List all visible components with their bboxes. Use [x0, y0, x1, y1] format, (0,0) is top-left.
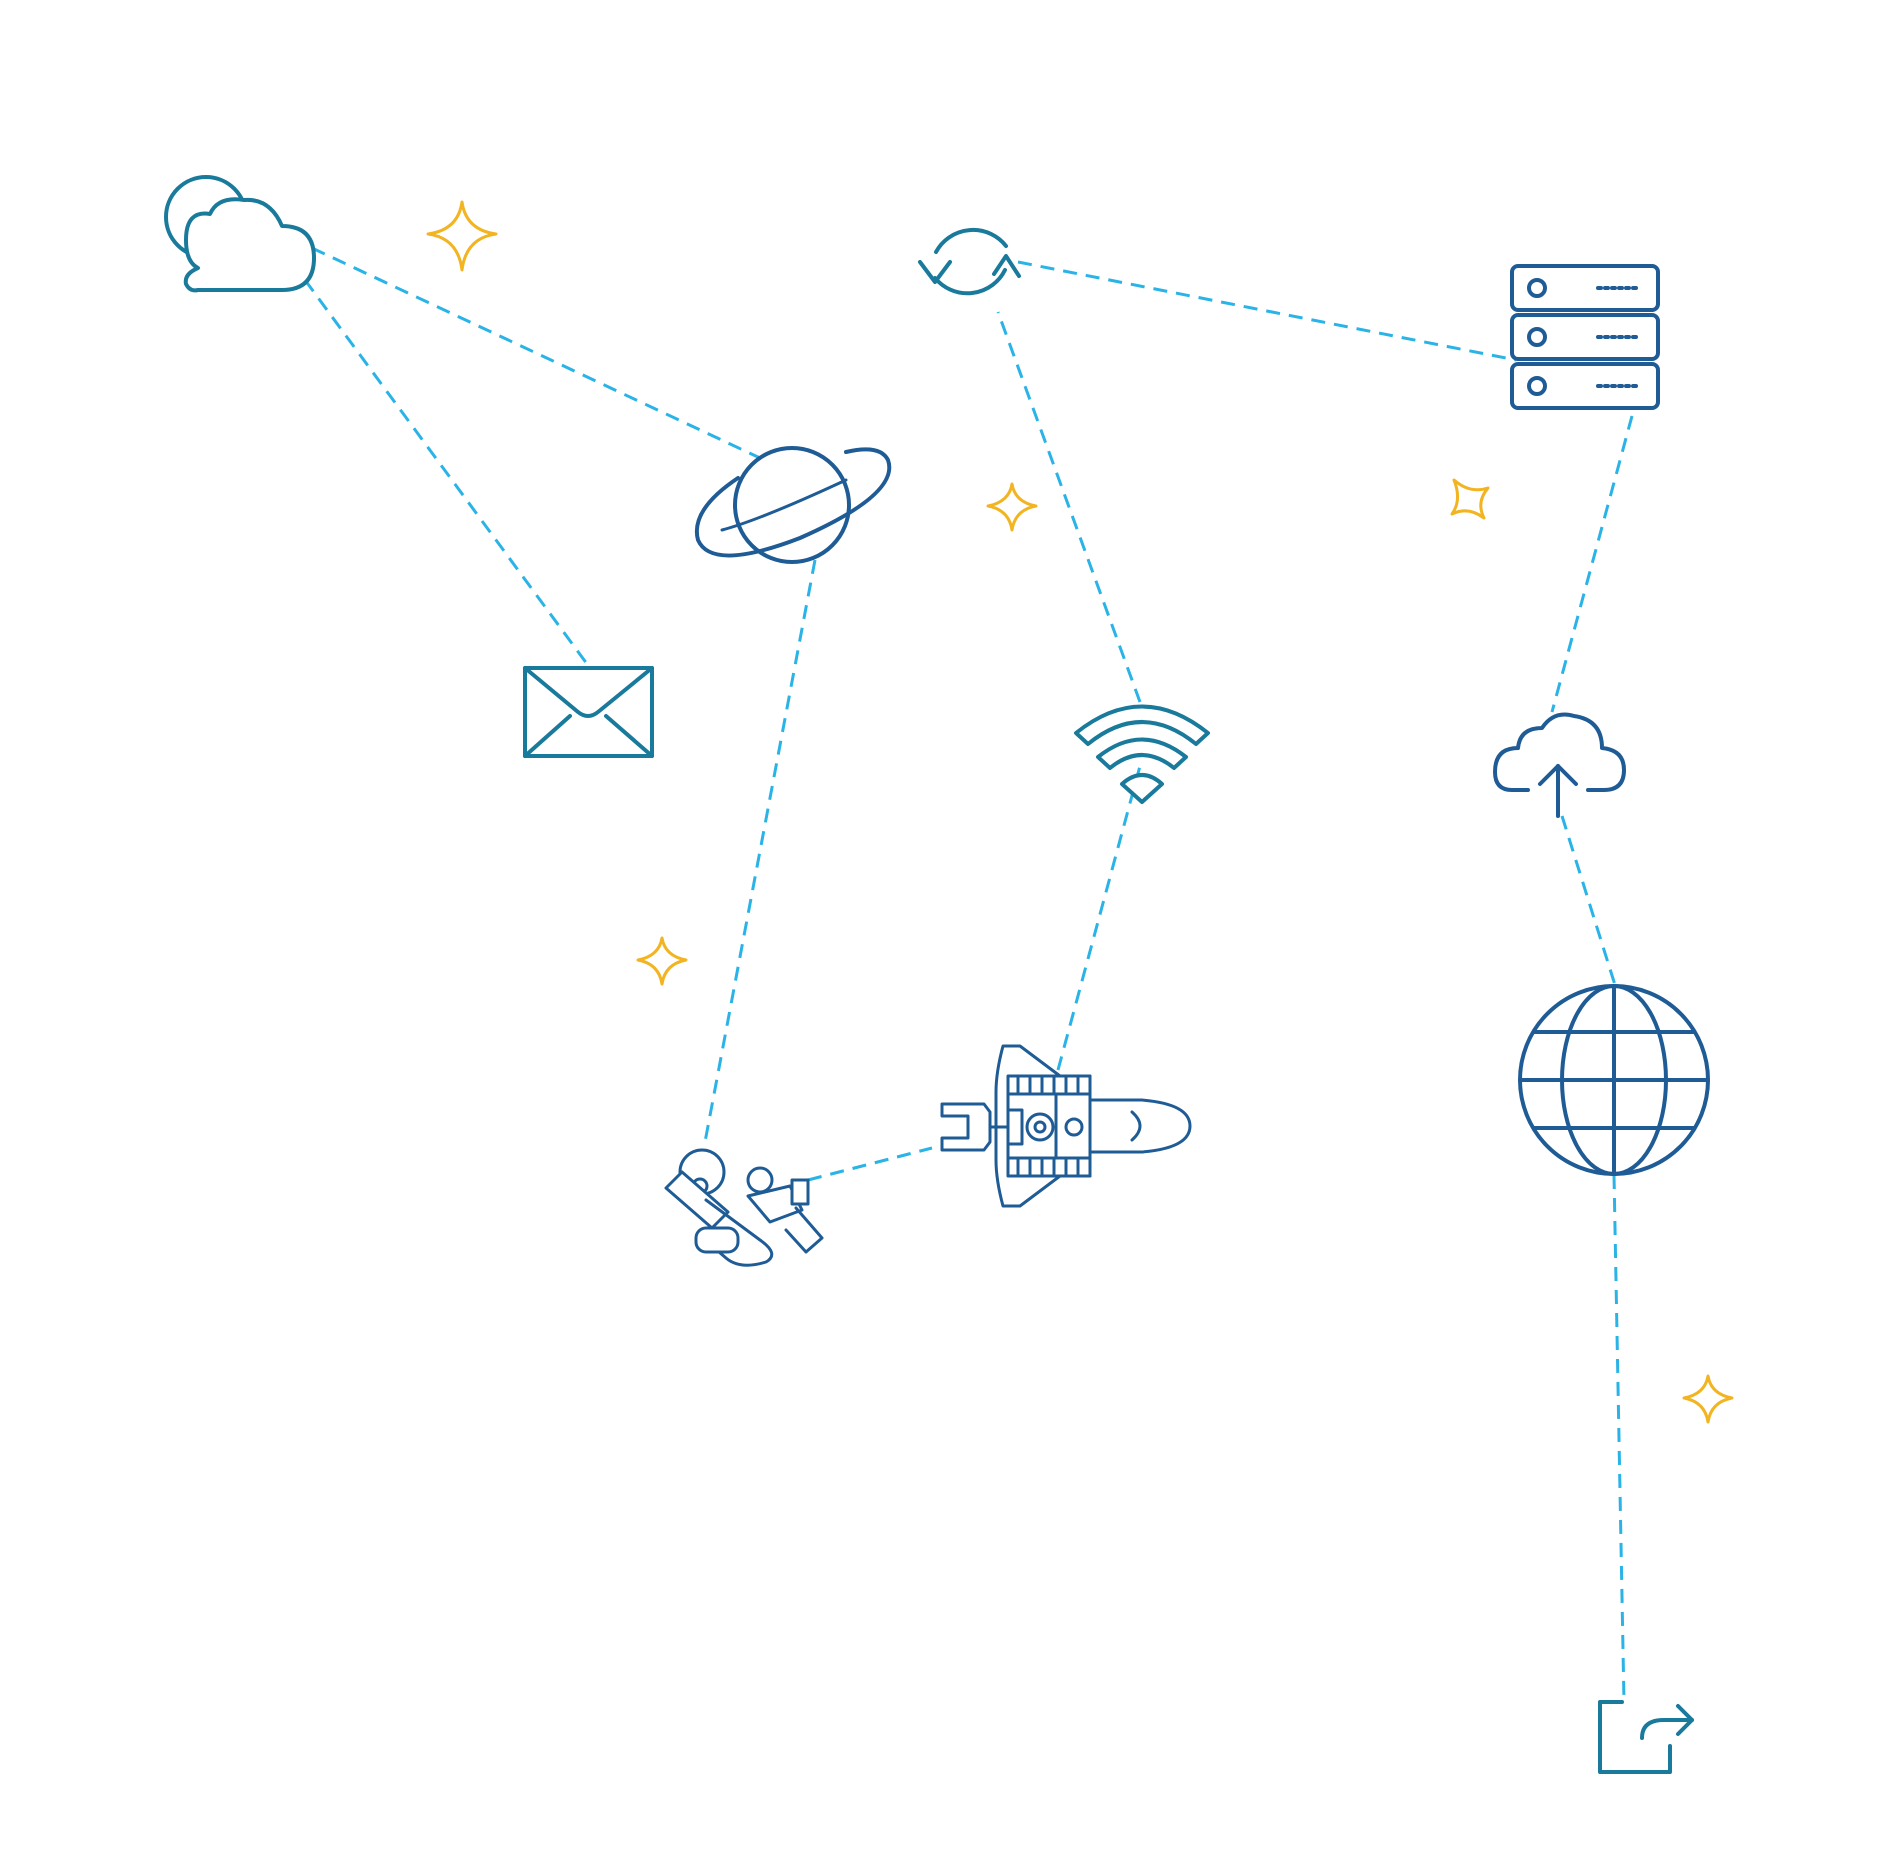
sync-icon	[918, 227, 1021, 296]
edge-sync-server	[1017, 260, 1517, 362]
planet-icon	[694, 446, 892, 564]
edge-cloud-sun-saturn	[311, 246, 761, 460]
edge-server-cloud-upload	[1550, 415, 1634, 713]
edge-astronaut-shuttle	[807, 1146, 933, 1182]
space-shuttle-icon	[940, 1044, 1192, 1208]
edge-globe-share	[1612, 1174, 1626, 1703]
envelope-icon	[523, 666, 654, 758]
wifi-icon	[1074, 704, 1210, 804]
edge-cloud-sun-mail	[303, 279, 592, 669]
sparkle-star-icon	[986, 482, 1038, 532]
cloud-sun-icon	[164, 175, 316, 293]
server-rack-icon	[1510, 264, 1660, 410]
edge-wifi-sync	[996, 311, 1142, 703]
sparkle-star-icon	[426, 200, 498, 272]
edge-cloud-upload-globe	[1560, 815, 1617, 986]
sparkle-star-icon	[1450, 478, 1490, 520]
globe-icon	[1518, 984, 1710, 1176]
connector-lines	[303, 246, 1634, 1703]
edge-shuttle-wifi	[1056, 765, 1142, 1071]
sparkle-star-icon	[1682, 1374, 1734, 1424]
decorative-stars	[426, 200, 1734, 1424]
edge-saturn-astronaut	[703, 559, 817, 1143]
share-icon	[1598, 1700, 1694, 1774]
sparkle-star-icon	[636, 936, 688, 986]
cloud-upload-icon	[1493, 712, 1626, 818]
astronaut-icon	[664, 1148, 824, 1267]
